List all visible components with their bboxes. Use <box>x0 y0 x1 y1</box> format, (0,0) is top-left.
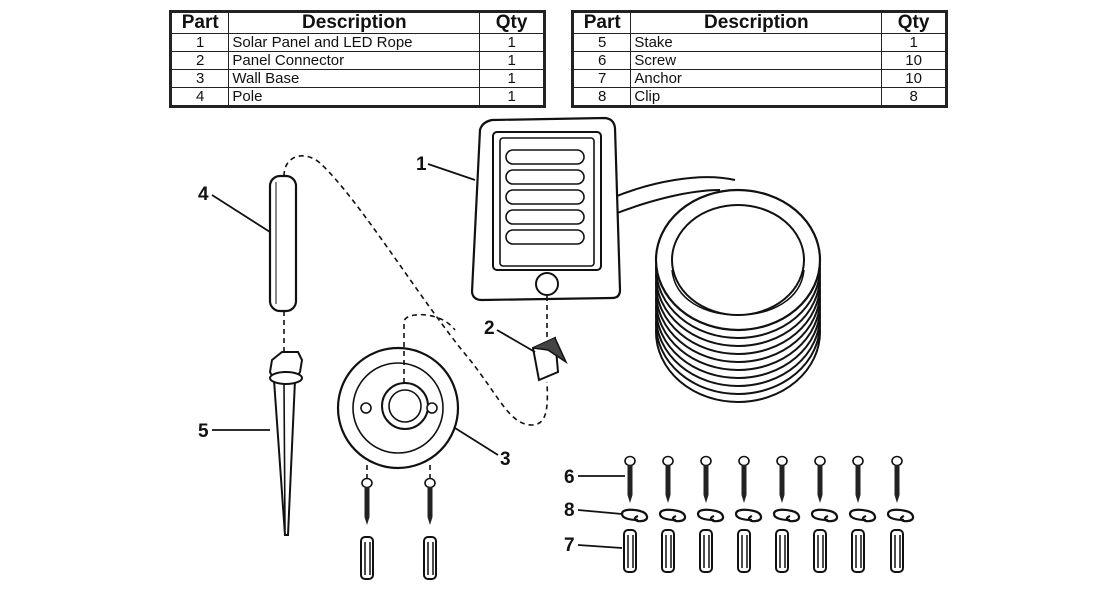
header-part: Part <box>170 12 230 34</box>
anchors-row <box>623 529 904 573</box>
callout-7: 7 <box>564 535 575 556</box>
pole <box>268 174 298 313</box>
clips-row <box>620 508 915 523</box>
table-row: 8 Clip 8 <box>572 87 946 106</box>
solar-panel <box>470 116 622 302</box>
stake <box>268 351 304 536</box>
part-qty: 1 <box>479 51 544 70</box>
parts-table-right: Part Description Qty 5 Stake 1 6 Screw 1… <box>571 10 948 108</box>
part-description: Pole <box>228 87 481 106</box>
header-qty: Qty <box>881 12 946 34</box>
led-rope-coil <box>611 176 822 403</box>
part-qty: 8 <box>881 87 946 106</box>
leader-lines <box>211 163 625 549</box>
table-row: 7 Anchor 10 <box>572 69 946 88</box>
part-number: 5 <box>572 33 632 52</box>
callout-3: 3 <box>500 449 511 470</box>
callout-1: 1 <box>416 154 427 175</box>
wall-base-anchors <box>360 536 437 580</box>
callout-8: 8 <box>564 500 575 521</box>
part-number: 4 <box>170 87 230 106</box>
callout-6: 6 <box>564 467 575 488</box>
wall-base-screws <box>361 477 436 526</box>
part-qty: 1 <box>479 87 544 106</box>
panel-connector <box>531 336 568 382</box>
callout-2: 2 <box>484 318 495 339</box>
callout-4: 4 <box>198 184 209 205</box>
wall-base <box>336 346 460 470</box>
callout-5: 5 <box>198 421 209 442</box>
parts-table-left: Part Description Qty 1 Solar Panel and L… <box>169 10 546 108</box>
part-number: 8 <box>572 87 632 106</box>
part-description: Stake <box>630 33 883 52</box>
part-description: Clip <box>630 87 883 106</box>
table-row: 5 Stake 1 <box>572 33 946 52</box>
assembly-guide-lines <box>283 155 549 478</box>
table-row: 4 Pole 1 <box>170 87 544 106</box>
screws-row <box>624 455 903 504</box>
